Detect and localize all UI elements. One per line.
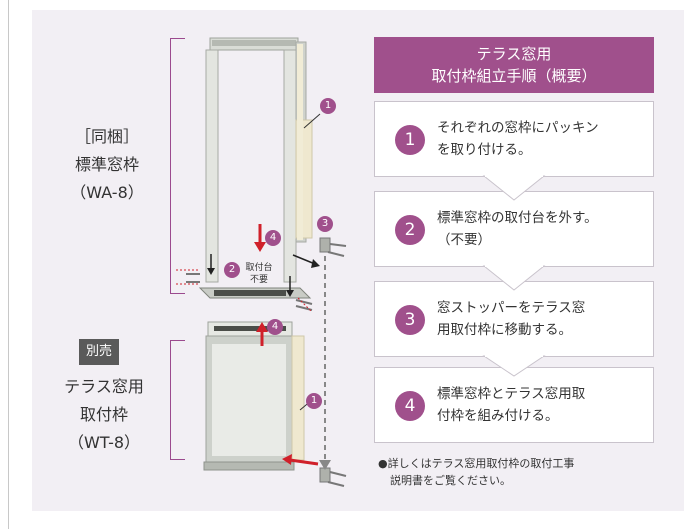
step-4-line-1: 標準窓枠とテラス窓用取 — [437, 386, 586, 402]
callout-4-lower: 4 — [267, 319, 283, 335]
step-number-2: 2 — [395, 215, 425, 245]
callout-3: 3 — [317, 216, 333, 232]
terrace-frame-bracket — [170, 340, 185, 460]
bundled-label: ［同梱］ — [74, 127, 139, 146]
step-2-line-1: 標準窓枠の取付台を外す。 — [437, 210, 598, 226]
sold-separately-badge: 別売 — [79, 339, 119, 365]
callout-1-lower: 1 — [306, 393, 322, 409]
terrace-frame-model: （WT-8） — [67, 433, 141, 452]
left-border-line — [8, 0, 9, 529]
step-chevron-2 — [482, 265, 546, 291]
step-3: 3 窓ストッパーをテラス窓 用取付枠に移動する。 — [374, 281, 654, 357]
step-number-4: 4 — [395, 391, 425, 421]
step-1: 1 それぞれの窓枠にパッキン を取り付ける。 — [374, 101, 654, 177]
callout-1-upper: 1 — [320, 98, 336, 114]
procedure-header: テラス窓用 取付枠組立手順（概要） — [374, 37, 654, 93]
step-text-2: 標準窓枠の取付台を外す。 （不要） — [437, 207, 598, 251]
step-text-4: 標準窓枠とテラス窓用取 付枠を組み付ける。 — [437, 383, 585, 427]
mount-label-1: 取付台 — [245, 263, 273, 273]
terrace-window-frame — [203, 321, 305, 471]
step-3-line-1: 窓ストッパーをテラス窓 — [437, 300, 586, 316]
header-line-1: テラス窓用 — [476, 45, 552, 63]
step-text-1: それぞれの窓枠にパッキン を取り付ける。 — [437, 117, 599, 161]
callout-2: 2 — [224, 262, 240, 278]
step-chevron-3 — [482, 355, 546, 377]
note-line-1: ●詳しくはテラス窓用取付枠の取付工事 — [378, 457, 575, 470]
callout-4-upper: 4 — [265, 230, 281, 246]
terrace-frame-label-1: テラス窓用 — [64, 377, 144, 396]
step-4: 4 標準窓枠とテラス窓用取 付枠を組み付ける。 — [374, 367, 654, 443]
step-text-3: 窓ストッパーをテラス窓 用取付枠に移動する。 — [437, 297, 585, 341]
step-1-line-1: それぞれの窓枠にパッキン — [437, 120, 599, 136]
note-line-2: 説明書をご覧ください。 — [390, 474, 511, 487]
arrows — [207, 113, 321, 466]
step-2: 2 標準窓枠の取付台を外す。 （不要） — [374, 191, 654, 267]
mount-base — [176, 269, 313, 313]
standard-frame-bracket — [170, 38, 185, 294]
standard-frame-model: （WA-8） — [70, 183, 144, 202]
step-3-line-2: 用取付枠に移動する。 — [437, 322, 572, 338]
mount-label-2: 不要 — [249, 275, 268, 285]
window-stopper-parts — [319, 237, 347, 487]
standard-frame-label: 標準窓枠 — [74, 155, 139, 174]
step-number-3: 3 — [395, 305, 425, 335]
header-line-2: 取付枠組立手順（概要） — [431, 67, 597, 85]
step-number-1: 1 — [395, 125, 425, 155]
step-1-line-2: を取り付ける。 — [437, 142, 532, 158]
terrace-frame-label-2: 取付枠 — [79, 405, 128, 424]
standard-window-frame — [205, 37, 313, 283]
reference-note: ●詳しくはテラス窓用取付枠の取付工事 説明書をご覧ください。 — [378, 455, 574, 489]
step-2-line-2: （不要） — [437, 232, 491, 248]
step-4-line-2: 付枠を組み付ける。 — [437, 408, 559, 424]
step-chevron-1 — [482, 175, 546, 201]
